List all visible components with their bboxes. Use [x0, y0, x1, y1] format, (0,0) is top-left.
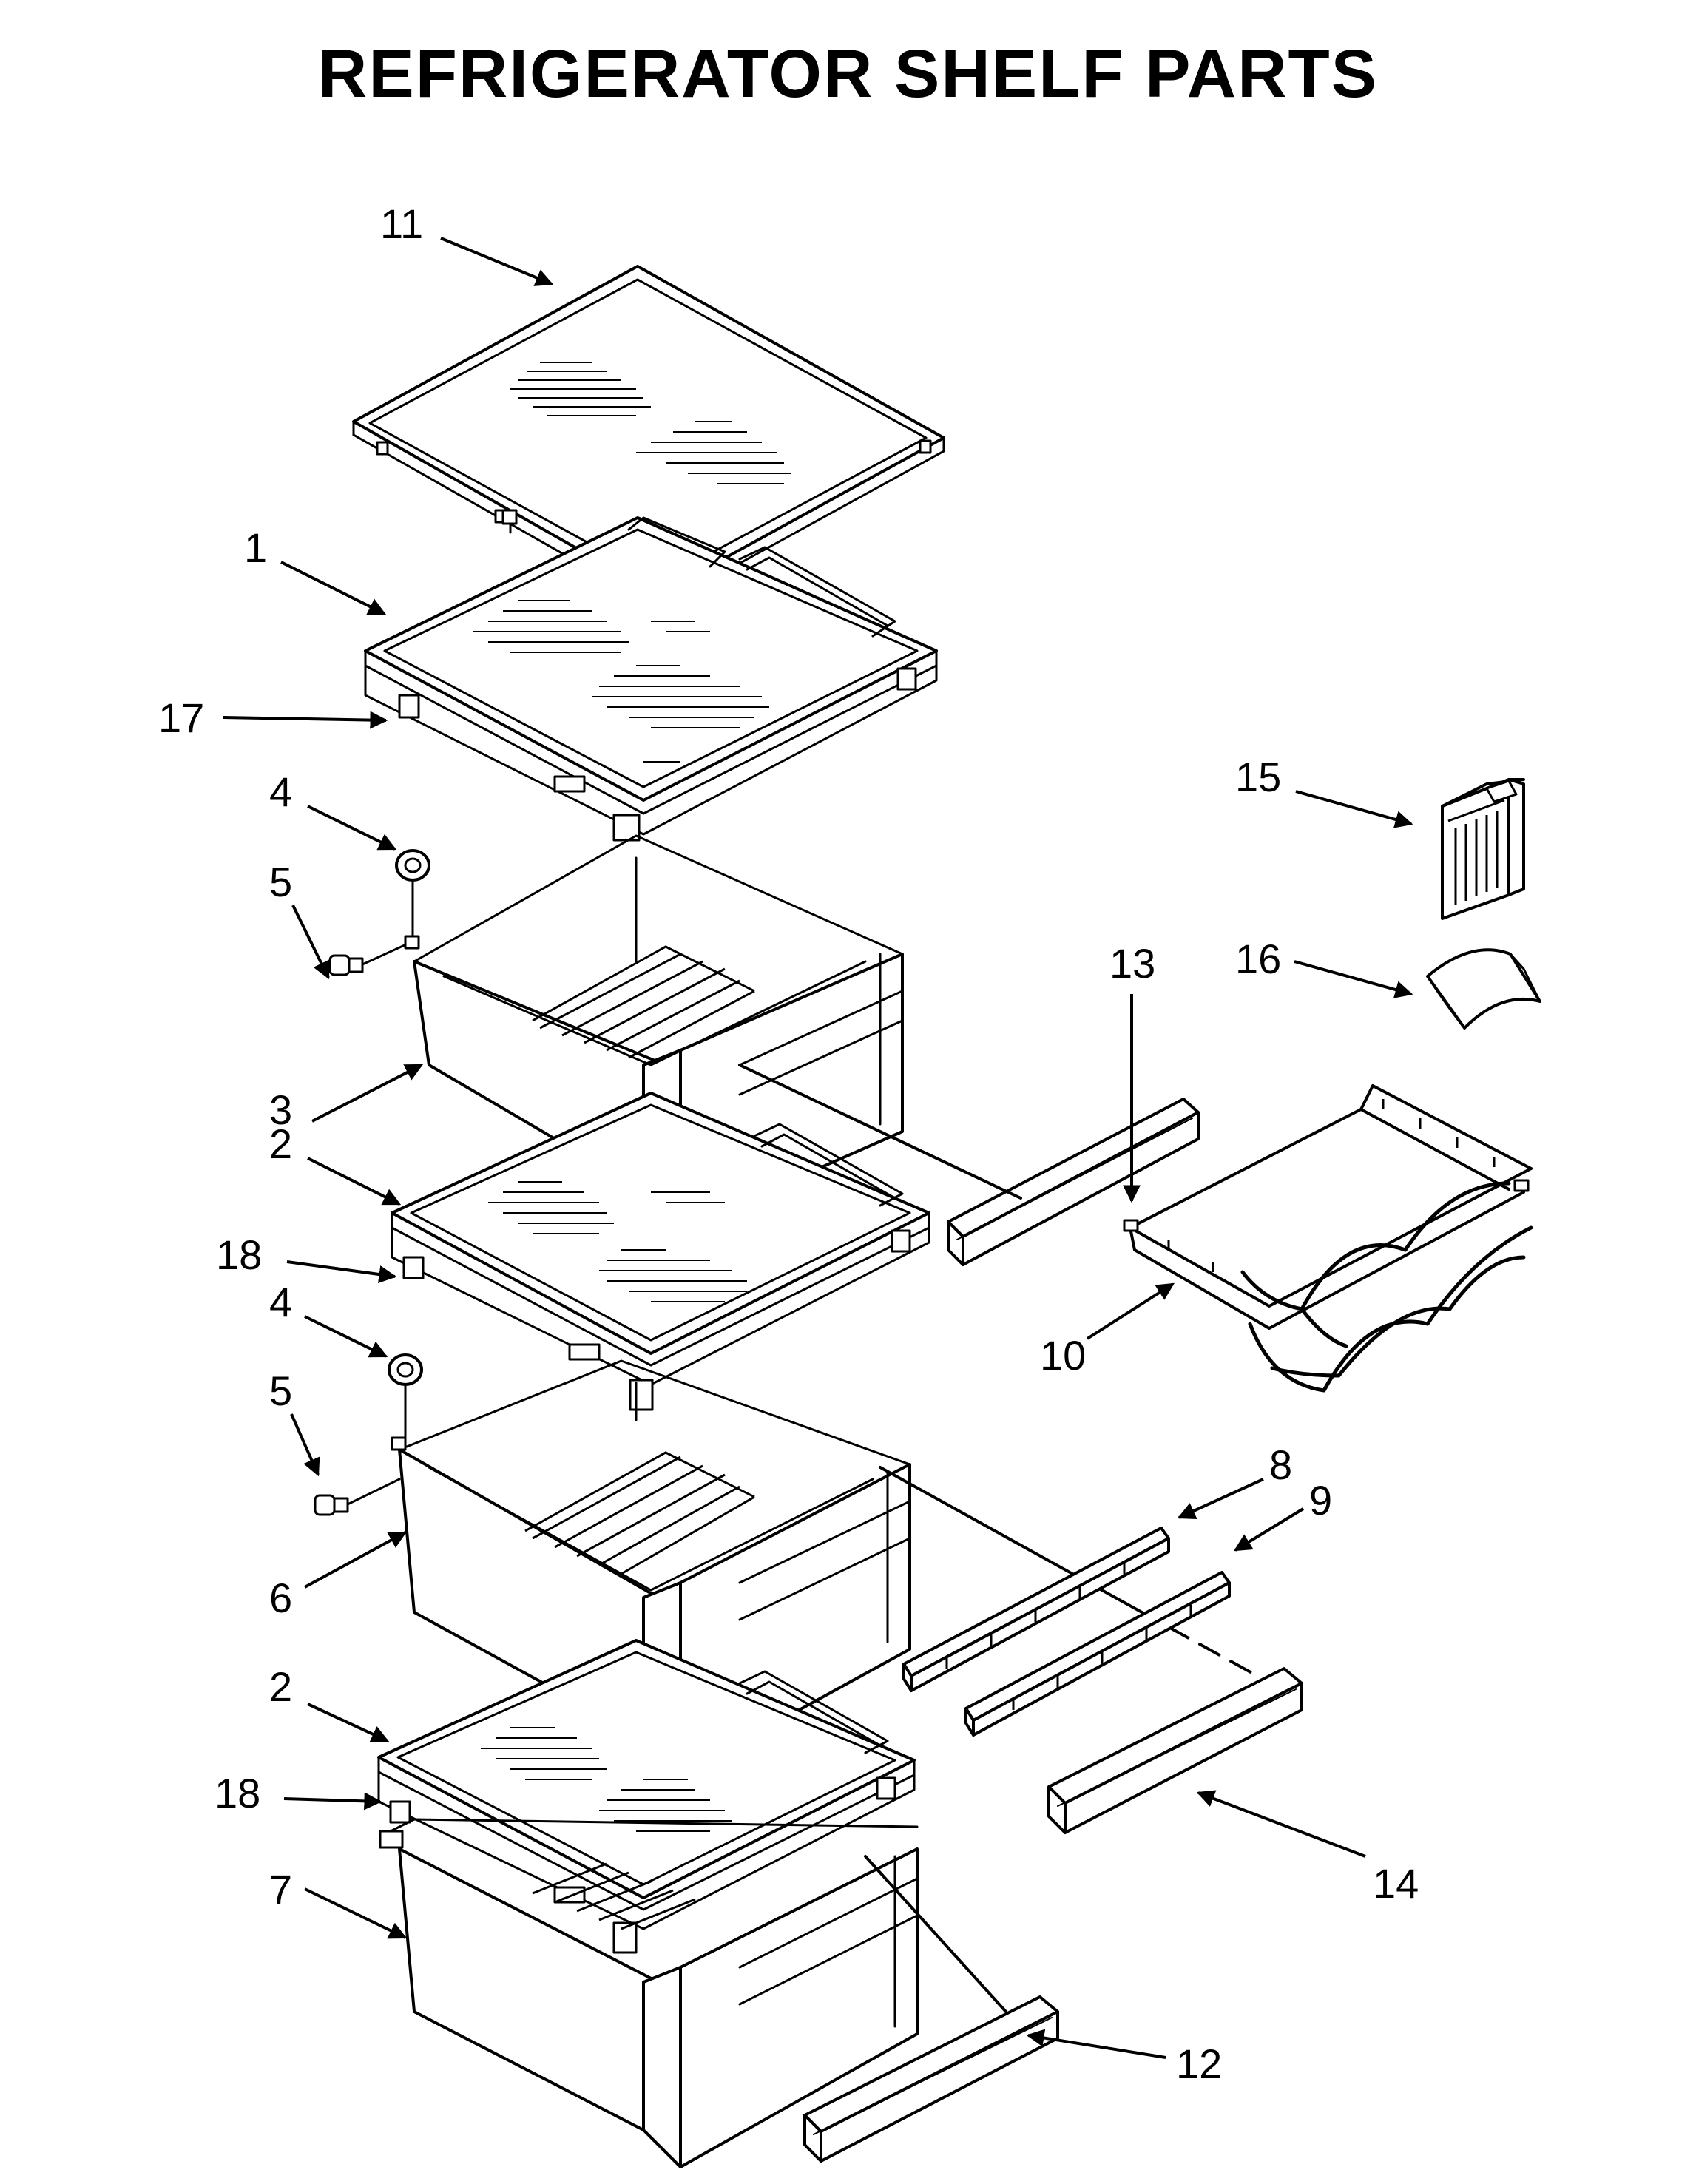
callout-12: 12	[1176, 2041, 1222, 2087]
part-9-drawer-slide	[964, 1571, 1231, 1737]
part-13-trim-strip	[947, 1098, 1200, 1266]
part-2-cover-shelf-lower	[377, 1639, 916, 1954]
callout-3: 3	[269, 1086, 292, 1133]
part-14-trim-strip	[1047, 1667, 1303, 1834]
part-1-crisper-cover	[364, 509, 938, 842]
callout-6: 6	[269, 1575, 292, 1621]
callout-18-upper: 18	[216, 1231, 262, 1278]
callout-14: 14	[1373, 1860, 1419, 1907]
callout-1: 1	[244, 524, 267, 571]
part-16-filter	[1426, 948, 1541, 1030]
part-10-wine-rack	[1123, 1084, 1533, 1393]
callout-2-lower: 2	[269, 1663, 292, 1710]
drawer-trim-leaders	[738, 1064, 1259, 2013]
callout-15: 15	[1235, 754, 1281, 800]
callout-9: 9	[1309, 1477, 1332, 1524]
part-15-control-housing	[1441, 778, 1525, 920]
part-7-bottom-drawer	[379, 1818, 919, 2168]
part-12-trim-strip	[803, 1995, 1059, 2163]
page-title: REFRIGERATOR SHELF PARTS	[317, 36, 1379, 112]
part-4-roller-upper	[395, 849, 430, 941]
callout-4-lower: 4	[269, 1279, 292, 1325]
callout-5-lower: 5	[269, 1367, 292, 1414]
part-5-stud-upper	[328, 935, 420, 976]
callout-arrows	[223, 237, 1413, 2059]
callout-17: 17	[158, 694, 204, 741]
part-4-roller-lower	[388, 1353, 423, 1444]
callout-labels: 11 1 17 15 4 5 13 16 3 2 18 10 4 5 8 9 6…	[158, 200, 1419, 2087]
callout-18-lower: 18	[214, 1770, 260, 1816]
callout-10: 10	[1040, 1332, 1086, 1379]
part-2-cover-shelf-upper	[391, 1092, 930, 1411]
callout-13: 13	[1109, 940, 1155, 987]
part-5-stud-lower	[314, 1436, 407, 1516]
callout-11: 11	[380, 200, 423, 247]
part-8-drawer-slide	[902, 1527, 1170, 1692]
callout-8: 8	[1269, 1441, 1292, 1488]
callout-16: 16	[1235, 936, 1281, 982]
callout-7: 7	[269, 1866, 292, 1913]
callout-5-upper: 5	[269, 859, 292, 905]
callout-2-upper: 2	[269, 1120, 292, 1167]
part-11-glass-shelf	[352, 265, 945, 609]
callout-4-upper: 4	[269, 768, 292, 815]
